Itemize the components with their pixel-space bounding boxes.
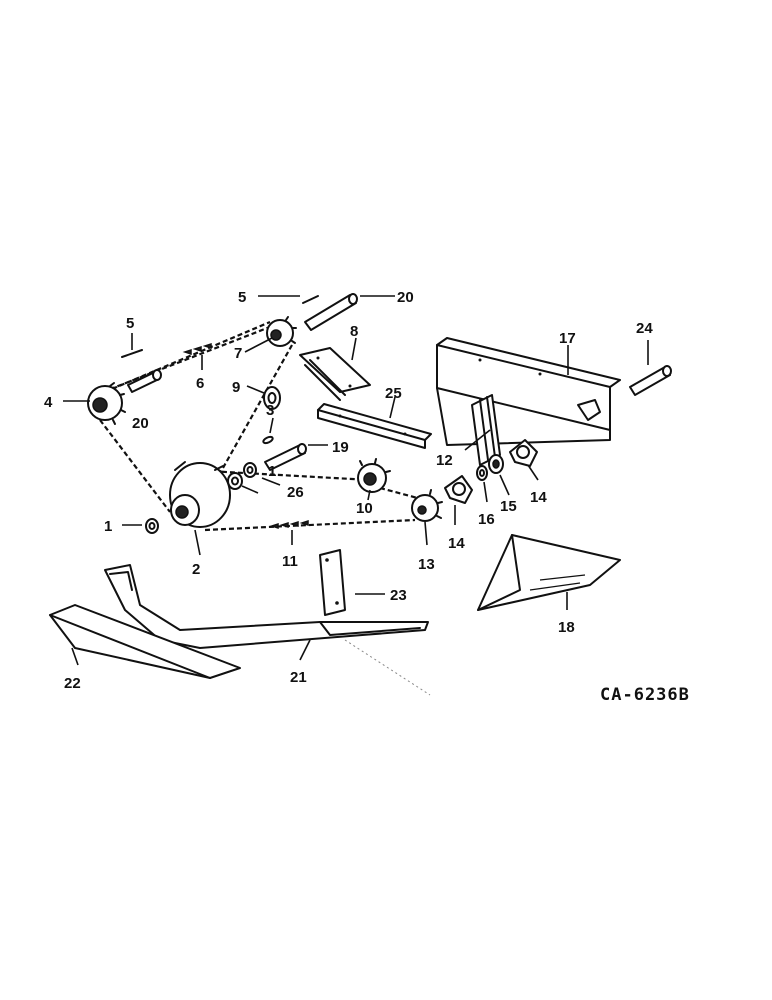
bearing-9 xyxy=(263,386,281,410)
leader-lines xyxy=(63,295,649,666)
shaft-20-left xyxy=(127,369,162,393)
mount-plate-12 xyxy=(471,394,501,466)
sprocket-13 xyxy=(411,489,443,522)
callout-15: 15 xyxy=(500,498,517,515)
washer-1-left xyxy=(145,518,159,534)
callout-9: 9 xyxy=(232,379,240,396)
plate-23 xyxy=(319,549,346,616)
callout-1-left: 1 xyxy=(104,518,112,535)
callout-21: 21 xyxy=(290,669,307,686)
callout-22: 22 xyxy=(64,675,81,692)
callout-17: 17 xyxy=(559,330,576,347)
callout-25: 25 xyxy=(385,385,402,402)
key-5-left xyxy=(121,349,143,358)
callout-3: 3 xyxy=(266,402,274,419)
washer-1-right xyxy=(227,472,243,490)
washer-26 xyxy=(243,462,257,478)
callout-5-top: 5 xyxy=(238,289,246,306)
shaft-20-top xyxy=(304,293,358,331)
connector-link-6 xyxy=(182,342,212,356)
callout-23: 23 xyxy=(390,587,407,604)
bearing-15 xyxy=(488,454,504,474)
callout-19: 19 xyxy=(332,439,349,456)
callout-6: 6 xyxy=(196,375,204,392)
flange-bearing-14-center xyxy=(444,475,473,504)
callout-12: 12 xyxy=(436,452,453,469)
callout-20-left: 20 xyxy=(132,415,149,432)
key-5-top xyxy=(302,295,319,304)
shield-21 xyxy=(104,564,429,649)
callout-24: 24 xyxy=(636,320,653,337)
shield-22 xyxy=(49,604,241,679)
connector-link-11 xyxy=(269,519,309,530)
callout-14-center: 14 xyxy=(448,535,465,552)
scatter-line xyxy=(344,639,431,696)
angle-25 xyxy=(317,403,432,449)
shield-18 xyxy=(477,534,621,611)
flange-bearing-14-right xyxy=(509,439,538,467)
callout-20-top: 20 xyxy=(397,289,414,306)
callout-18: 18 xyxy=(558,619,575,636)
callout-14-right: 14 xyxy=(530,489,547,506)
callout-13: 13 xyxy=(418,556,435,573)
figure-code: CA-6236B xyxy=(600,685,690,705)
callout-4: 4 xyxy=(44,394,53,411)
callout-7: 7 xyxy=(234,345,242,362)
lower-drive-chain xyxy=(189,468,426,532)
callout-8: 8 xyxy=(350,323,358,340)
callout-10: 10 xyxy=(356,500,373,517)
drive-sprocket-2 xyxy=(169,461,231,528)
callout-16: 16 xyxy=(478,511,495,528)
callout-labels: 5 20 5 24 8 17 7 6 9 4 25 3 20 19 12 1 2… xyxy=(44,289,653,692)
callout-11: 11 xyxy=(282,553,298,570)
callout-26: 26 xyxy=(287,484,304,501)
key-3 xyxy=(262,435,274,445)
sprocket-10 xyxy=(357,458,391,493)
shaft-24 xyxy=(629,365,672,396)
shaft-19 xyxy=(264,443,307,471)
callout-2: 2 xyxy=(192,561,200,578)
callout-1-right: 1 xyxy=(268,463,276,480)
bracket-8 xyxy=(299,347,371,401)
collar-16 xyxy=(476,465,488,481)
sprocket-4 xyxy=(87,382,126,425)
frame-channel-17 xyxy=(436,337,621,446)
sprocket-7 xyxy=(266,316,297,347)
callout-5-left: 5 xyxy=(126,315,134,332)
